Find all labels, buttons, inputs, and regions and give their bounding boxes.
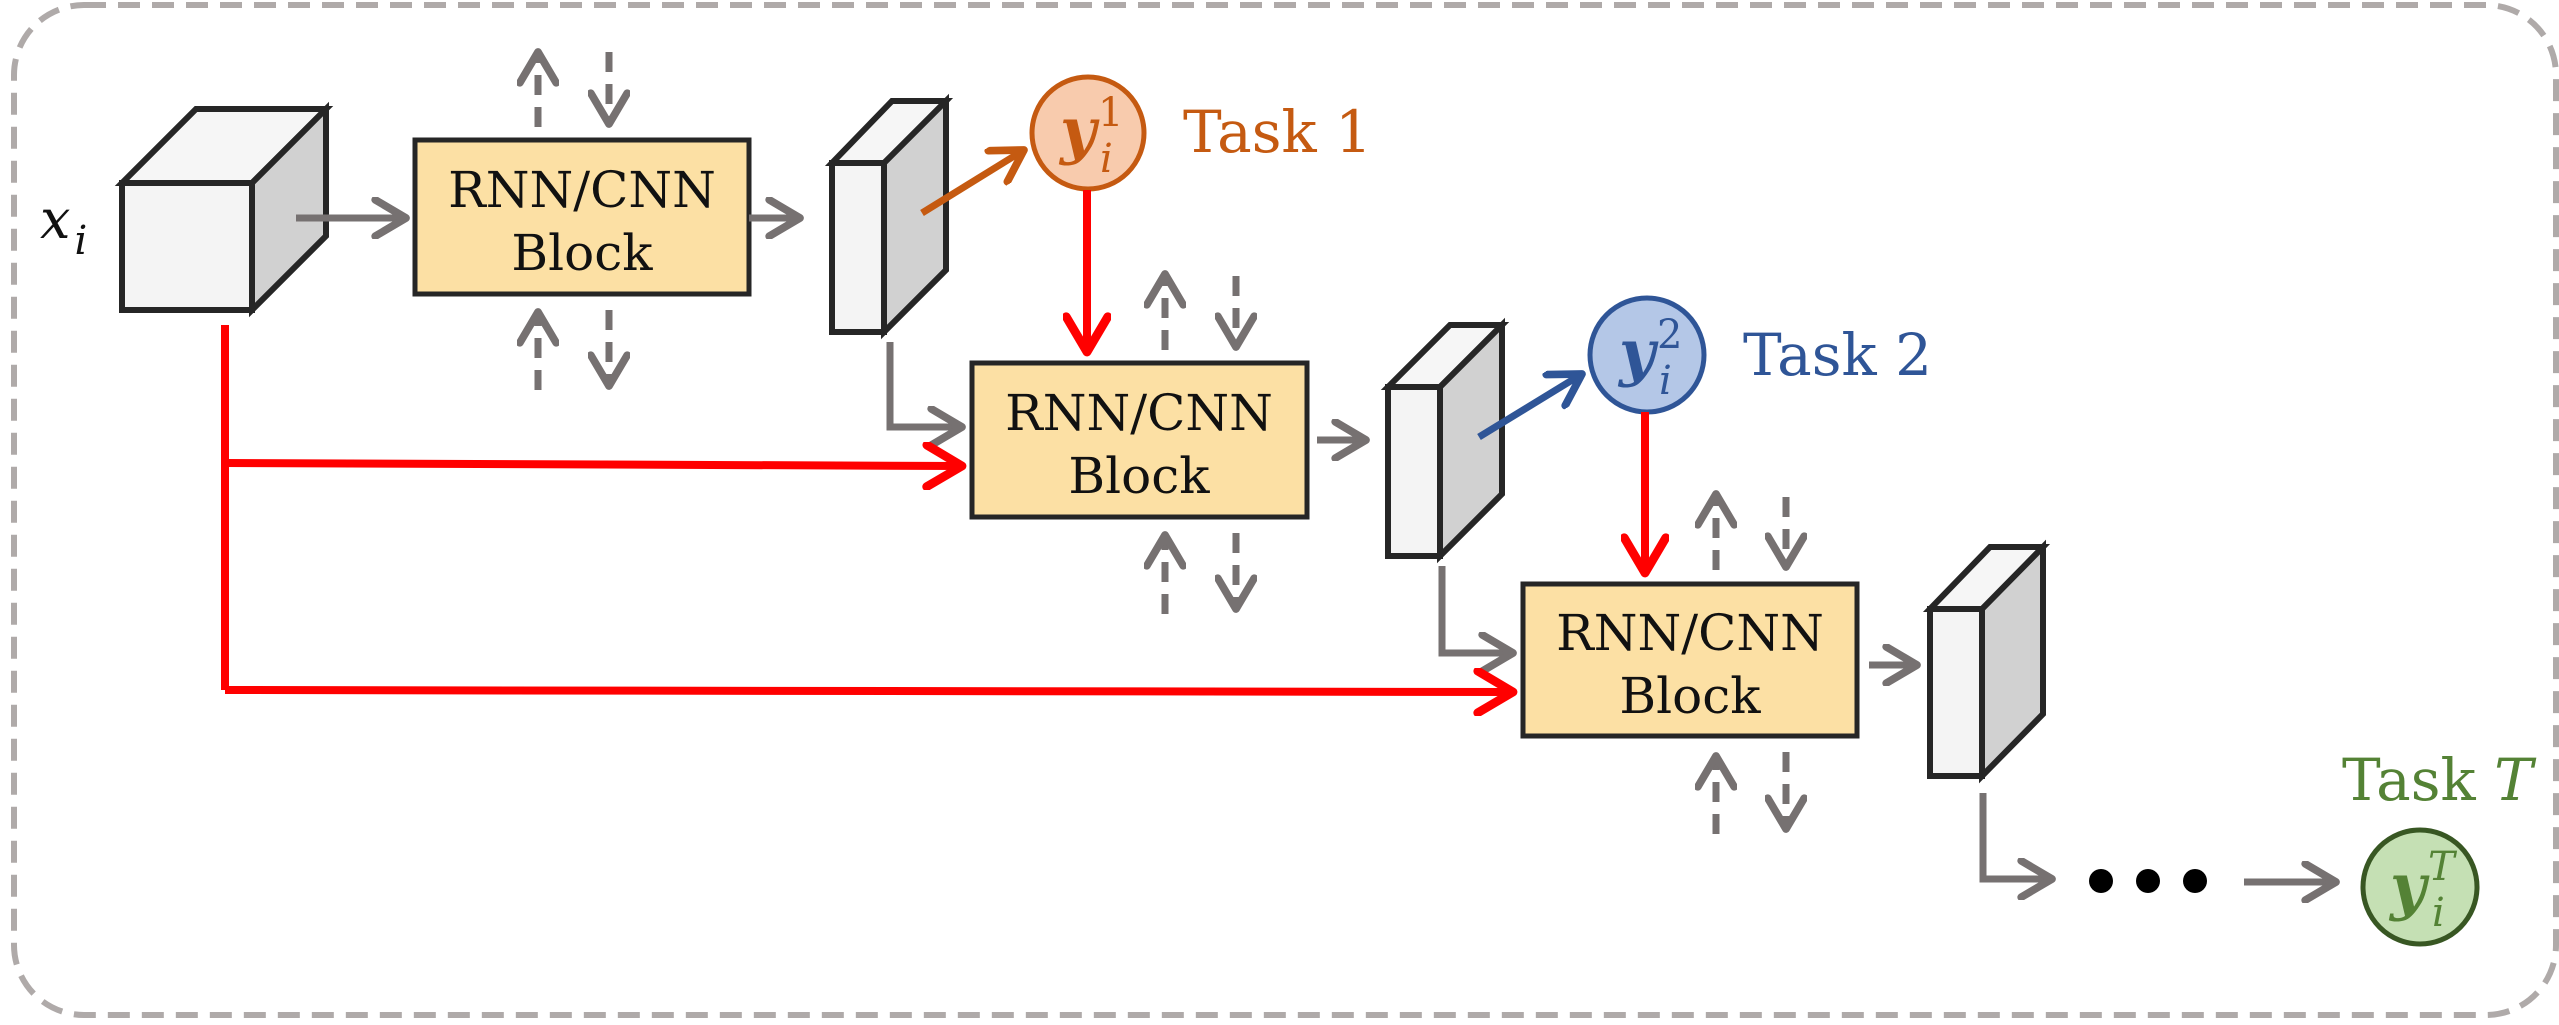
block-3-label-line2: Block <box>1619 667 1761 725</box>
ellipsis-dot-2 <box>2136 869 2160 893</box>
ellipsis-dot-1 <box>2089 869 2113 893</box>
skip-input-to-block3 <box>224 690 1513 692</box>
task-1-label: Task 1 <box>1183 98 1372 166</box>
arrow-feature2-to-task2 <box>1477 374 1582 440</box>
task-1-node-sub: i <box>1100 136 1113 182</box>
task-T-node-sup: T <box>2428 844 2458 890</box>
block-3-box <box>1520 581 1860 739</box>
input-tensor <box>114 101 334 318</box>
ellipsis <box>2089 869 2207 893</box>
block-2-label-line2: Block <box>1068 447 1210 505</box>
feature-map-1 <box>824 93 954 340</box>
task-T-label-italic: T <box>2494 746 2537 814</box>
block-1[interactable]: RNN/CNN Block <box>412 137 752 297</box>
task-T-node-label: y <box>2388 850 2430 923</box>
task-1-output[interactable]: y 1 i <box>1029 74 1147 192</box>
feature-map-3 <box>1922 539 2051 784</box>
task-T-label-prefix: Task <box>2342 746 2494 814</box>
block-1-box <box>412 137 752 297</box>
ellipsis-dot-3 <box>2183 869 2207 893</box>
task-1-node-label: y <box>1058 94 1100 167</box>
task-T-label: Task T <box>2342 746 2537 814</box>
arrow-feature1-to-task1 <box>920 150 1024 216</box>
arrow-feature1-to-block2 <box>886 342 962 427</box>
task-T-node <box>2360 827 2480 947</box>
block-1-label-line2: Block <box>511 224 653 282</box>
task-2-node-sup: 2 <box>1657 312 1682 358</box>
arrow-feature2-to-block3 <box>1438 566 1513 653</box>
input-label-sub: i <box>74 218 87 264</box>
block-1-label-line1: RNN/CNN <box>448 161 716 219</box>
block-3-label-line1: RNN/CNN <box>1556 604 1824 662</box>
task-1-node <box>1029 74 1147 192</box>
outer-frame <box>11 2 2559 1018</box>
skip-input-to-block2 <box>224 463 962 466</box>
task-2-node-label: y <box>1617 316 1659 389</box>
task-T-output[interactable]: y T i <box>2360 827 2480 947</box>
task-2-label: Task 2 <box>1743 321 1932 389</box>
arrow-feature3-to-ellipsis <box>1979 793 2052 879</box>
block-2-label-line1: RNN/CNN <box>1005 384 1273 442</box>
block-2[interactable]: RNN/CNN Block <box>969 360 1310 520</box>
block-3[interactable]: RNN/CNN Block <box>1520 581 1860 739</box>
input-label-base: x <box>40 188 70 251</box>
task-2-output[interactable]: y 2 i <box>1587 295 1707 415</box>
task-1-node-sup: 1 <box>1098 90 1123 136</box>
block-2-box <box>969 360 1310 520</box>
task-2-node-sub: i <box>1659 358 1672 404</box>
task-T-node-sub: i <box>2432 890 2445 936</box>
feature-map-2 <box>1380 317 1510 564</box>
